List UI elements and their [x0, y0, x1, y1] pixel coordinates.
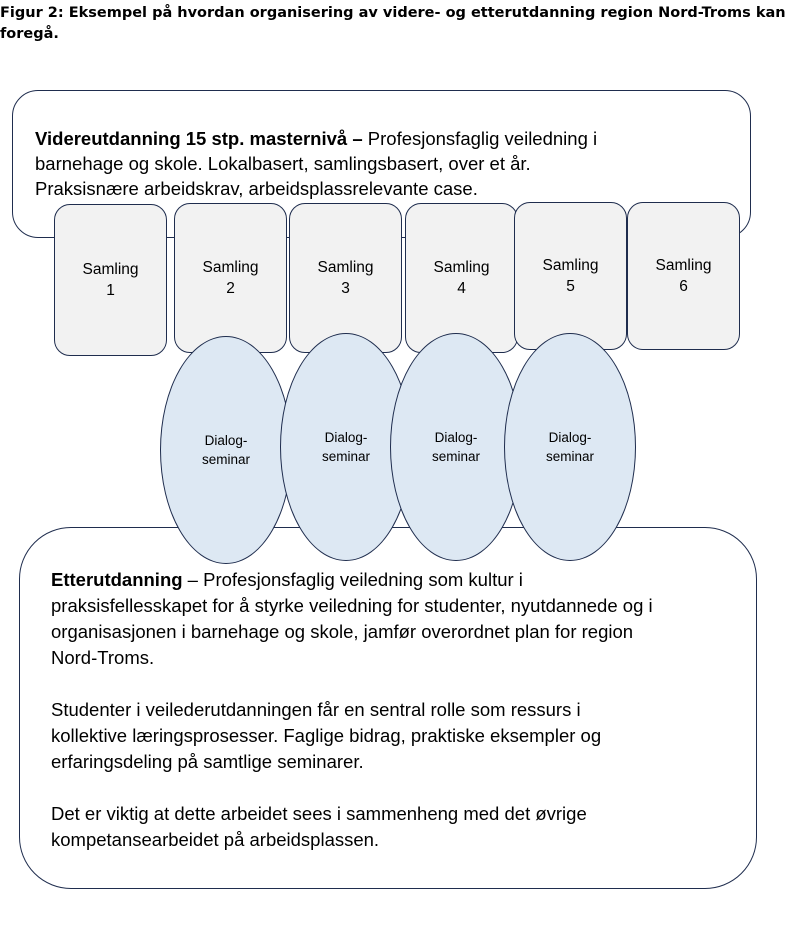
samling-number: 4 — [457, 280, 466, 297]
etterutdanning-p1-line-4: Nord-Troms. — [51, 647, 155, 668]
dialog-line-1: Dialog- — [324, 430, 368, 445]
etterutdanning-text: Etterutdanning – Profesjonsfaglig veiled… — [51, 567, 751, 879]
etterutdanning-box — [19, 527, 757, 889]
etterutdanning-p2-line-3: erfaringsdeling på samtlige seminarer. — [51, 751, 364, 772]
samling-5-box: Samling 5 — [514, 202, 627, 350]
dialogseminar-3-oval: Dialog- seminar — [390, 333, 522, 561]
samling-number: 6 — [679, 278, 688, 295]
dialog-line-2: seminar — [321, 449, 370, 464]
etterutdanning-p1-line-1-rest: – Profesjonsfaglig veiledning som kultur… — [182, 569, 523, 590]
dialog-line-2: seminar — [431, 449, 480, 464]
dialog-line-2: seminar — [545, 449, 594, 464]
samling-2-box: Samling 2 — [174, 203, 287, 353]
samling-6-box: Samling 6 — [627, 202, 740, 350]
dialogseminar-4-oval: Dialog- seminar — [504, 333, 636, 561]
figure-caption: Figur 2: Eksempel på hvordan organiserin… — [0, 3, 790, 45]
etterutdanning-p3-line-1: Det er viktig at dette arbeidet sees i s… — [51, 803, 587, 824]
samling-number: 3 — [341, 280, 350, 297]
caption-line-2: foregå. — [0, 26, 59, 42]
etterutdanning-paragraph-3: Det er viktig at dette arbeidet sees i s… — [51, 801, 751, 853]
samling-number: 1 — [106, 282, 115, 299]
samling-4-box: Samling 4 — [405, 203, 518, 353]
etterutdanning-p2-line-2: kollektive læringsprosesser. Faglige bid… — [51, 725, 602, 746]
videreutdanning-line-2: barnehage og skole. Lokalbasert, samling… — [35, 153, 531, 174]
dialog-line-2: seminar — [201, 452, 250, 467]
samling-3-box: Samling 3 — [289, 203, 402, 353]
samling-label: Samling — [433, 259, 490, 276]
etterutdanning-paragraph-1: Etterutdanning – Profesjonsfaglig veiled… — [51, 567, 751, 671]
caption-line-1: Figur 2: Eksempel på hvordan organiserin… — [0, 5, 786, 21]
etterutdanning-p1-line-3: organisasjonen i barnehage og skole, jam… — [51, 621, 634, 642]
etterutdanning-paragraph-2: Studenter i veilederutdanningen får en s… — [51, 697, 751, 775]
dialog-line-1: Dialog- — [548, 430, 592, 445]
samling-number: 5 — [566, 278, 575, 295]
samling-number: 2 — [226, 280, 235, 297]
samling-label: Samling — [202, 259, 259, 276]
etterutdanning-p1-line-1: Etterutdanning – Profesjonsfaglig veiled… — [51, 567, 751, 593]
videreutdanning-line-1-rest: Profesjonsfaglig veiledning i — [362, 128, 598, 149]
videreutdanning-line-3: Praksisnære arbeidskrav, arbeidsplassrel… — [35, 178, 478, 199]
etterutdanning-p1-line-2: praksisfellesskapet for å styrke veiledn… — [51, 595, 653, 616]
etterutdanning-p2-line-1: Studenter i veilederutdanningen får en s… — [51, 699, 581, 720]
videreutdanning-line-1: Videreutdanning 15 stp. masternivå – Pro… — [35, 126, 735, 151]
samling-label: Samling — [655, 257, 712, 274]
dialog-line-1: Dialog- — [204, 433, 248, 448]
videreutdanning-heading: Videreutdanning 15 stp. masternivå – — [35, 128, 363, 149]
etterutdanning-heading: Etterutdanning — [51, 569, 183, 590]
samling-label: Samling — [317, 259, 374, 276]
samling-1-box: Samling 1 — [54, 204, 167, 356]
etterutdanning-p3-line-2: kompetansearbeidet på arbeidsplassen. — [51, 829, 380, 850]
samling-label: Samling — [82, 261, 139, 278]
samling-label: Samling — [542, 257, 599, 274]
videreutdanning-text: Videreutdanning 15 stp. masternivå – Pro… — [35, 126, 735, 201]
dialog-line-1: Dialog- — [434, 430, 478, 445]
dialogseminar-1-oval: Dialog- seminar — [160, 336, 292, 564]
